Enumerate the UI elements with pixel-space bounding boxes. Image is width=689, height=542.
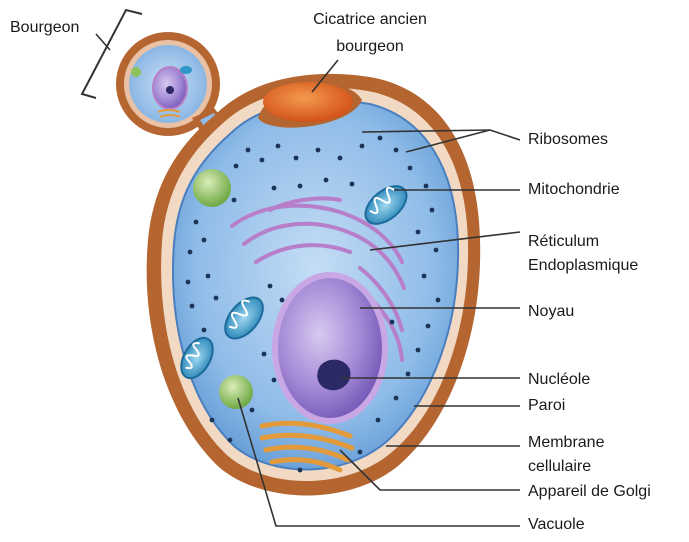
- vacuole-lower: [219, 375, 253, 409]
- label-bourgeon: Bourgeon: [10, 18, 79, 38]
- label-paroi: Paroi: [528, 396, 565, 416]
- bourgeon-leader: [96, 34, 110, 50]
- bud-nucleolus: [166, 86, 174, 94]
- nucleus: [272, 272, 388, 424]
- label-golgi: Appareil de Golgi: [528, 482, 651, 502]
- label-ribosomes: Ribosomes: [528, 130, 608, 150]
- nucleoplasm: [278, 278, 382, 418]
- label-reticulum-line1: Réticulum: [528, 232, 599, 252]
- label-membrane-line1: Membrane: [528, 433, 604, 453]
- vacuole-upper: [193, 169, 231, 207]
- bud-vacuole: [131, 67, 141, 77]
- label-mitochondrie: Mitochondrie: [528, 180, 620, 200]
- label-cicatrice-line2: bourgeon: [305, 37, 435, 57]
- bud-mitochondrion: [180, 66, 192, 74]
- label-cicatrice-line1: Cicatrice ancien: [305, 10, 435, 30]
- label-membrane-line2: cellulaire: [528, 457, 591, 477]
- label-noyau: Noyau: [528, 302, 574, 322]
- label-nucleole: Nucléole: [528, 370, 590, 390]
- label-reticulum-line2: Endoplasmique: [528, 256, 638, 276]
- bud-scar: [263, 82, 353, 122]
- label-vacuole: Vacuole: [528, 515, 585, 535]
